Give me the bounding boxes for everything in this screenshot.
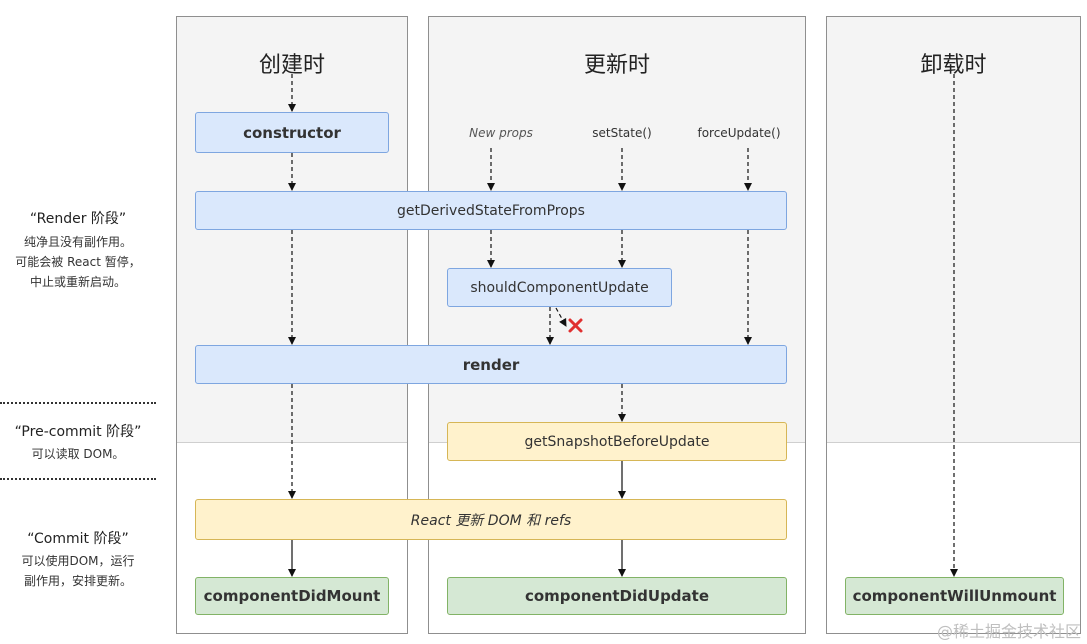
- phase-commit-desc-line: 副作用，安排更新。: [23, 574, 132, 588]
- column-unmount-title: 卸载时: [920, 53, 987, 78]
- box-component-did-update: componentDidUpdate: [447, 577, 787, 615]
- trigger-new-props: New props: [469, 126, 533, 140]
- phase-separator: [0, 478, 156, 480]
- box-component-did-mount: componentDidMount: [195, 577, 389, 615]
- phase-commit-desc: 可以使用DOM，运行 副作用，安排更新。: [0, 551, 156, 591]
- column-divider: [827, 442, 1080, 443]
- column-mount-title: 创建时: [258, 53, 325, 78]
- box-component-will-unmount: componentWillUnmount: [845, 577, 1064, 615]
- box-render: render: [195, 345, 787, 384]
- phase-render-title: “Render 阶段”: [29, 211, 127, 227]
- phase-commit-title: “Commit 阶段”: [27, 531, 129, 547]
- watermark: @稀土掘金技术社区: [936, 622, 1081, 641]
- arrow-should-cancel: [555, 307, 567, 327]
- box-get-derived-state-from-props: getDerivedStateFromProps: [195, 191, 787, 230]
- column-update-title: 更新时: [583, 53, 650, 78]
- box-should-component-update: shouldComponentUpdate: [447, 268, 672, 307]
- phase-commit-desc-line: 可以使用DOM，运行: [21, 554, 135, 568]
- box-get-snapshot-before-update: getSnapshotBeforeUpdate: [447, 422, 787, 461]
- cancel-x-icon: [568, 318, 583, 333]
- phase-render-desc-line: 纯净且没有副作用。: [23, 235, 132, 249]
- phase-precommit-desc-line: 可以读取 DOM。: [31, 447, 125, 461]
- phase-render-desc-line: 中止或重新启动。: [29, 275, 126, 289]
- phase-separator: [0, 402, 156, 404]
- phase-precommit-desc: 可以读取 DOM。: [0, 444, 156, 464]
- phase-render-desc-line: 可能会被 React 暂停，: [15, 255, 141, 269]
- trigger-set-state: setState(): [592, 126, 652, 140]
- box-constructor: constructor: [195, 112, 389, 153]
- phase-render-desc: 纯净且没有副作用。 可能会被 React 暂停， 中止或重新启动。: [0, 232, 156, 292]
- trigger-force-update: forceUpdate(): [697, 126, 781, 140]
- phase-precommit-title: “Pre-commit 阶段”: [14, 424, 142, 440]
- box-react-update-dom: React 更新 DOM 和 refs: [195, 499, 787, 540]
